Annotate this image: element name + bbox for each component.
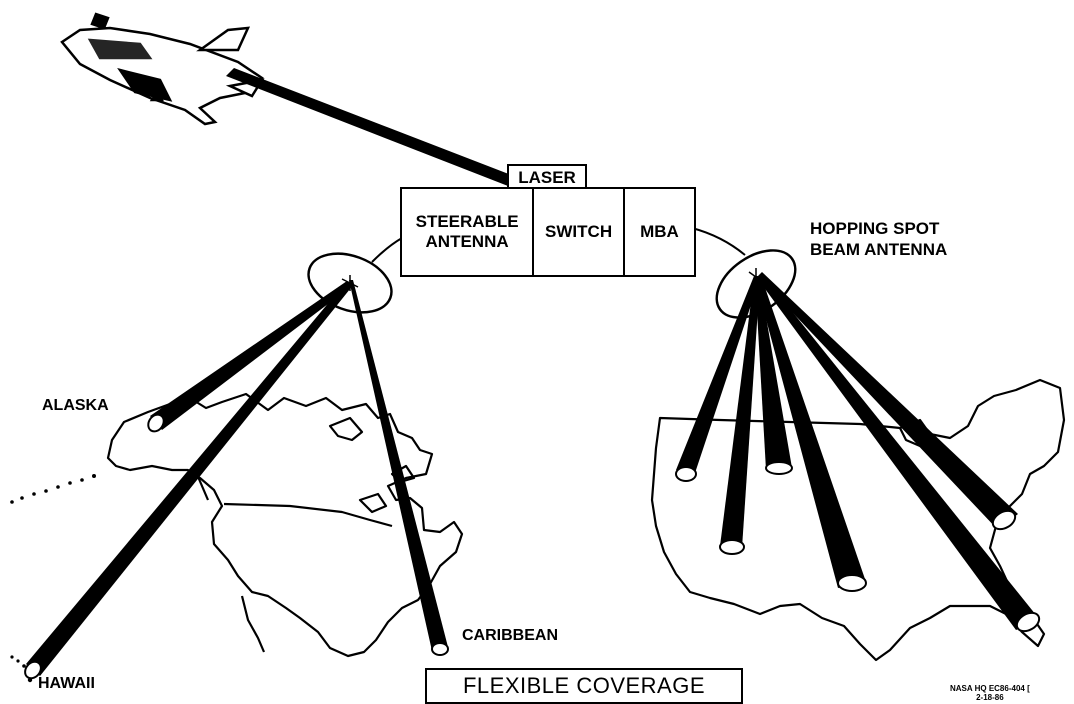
- alaska-label: ALASKA: [42, 397, 109, 414]
- payload-box: STEERABLE ANTENNA SWITCH MBA: [400, 187, 696, 277]
- steerable-beam-footprints: [24, 413, 449, 680]
- steerable-antenna-cell: STEERABLE ANTENNA: [402, 189, 535, 275]
- hopping-spot-beams: [676, 272, 1040, 630]
- right-support-arc: [691, 227, 746, 256]
- hawaii-label: HAWAII: [38, 675, 95, 692]
- diagram-title: FLEXIBLE COVERAGE: [425, 668, 743, 704]
- nasa-reference: NASA HQ EC86-404 [ 2-18-86: [950, 684, 1030, 702]
- hopping-spot-label: HOPPING SPOT BEAM ANTENNA: [810, 219, 948, 259]
- nasa-code: NASA HQ EC86-404 [: [950, 684, 1030, 693]
- left-support-arc: [371, 237, 403, 263]
- steerable-antenna-beams: [26, 280, 448, 676]
- aleutian-islands: [10, 474, 96, 504]
- switch-cell: SWITCH: [534, 189, 625, 275]
- laser-beam: [226, 68, 514, 186]
- mba-cell: MBA: [640, 222, 679, 241]
- nasa-date: 2-18-86: [976, 693, 1004, 702]
- hopping-beam-footprints: [675, 461, 1041, 633]
- space-shuttle-icon: [60, 12, 265, 126]
- caribbean-label: CARIBBEAN: [462, 627, 558, 644]
- north-america-map: [106, 392, 464, 658]
